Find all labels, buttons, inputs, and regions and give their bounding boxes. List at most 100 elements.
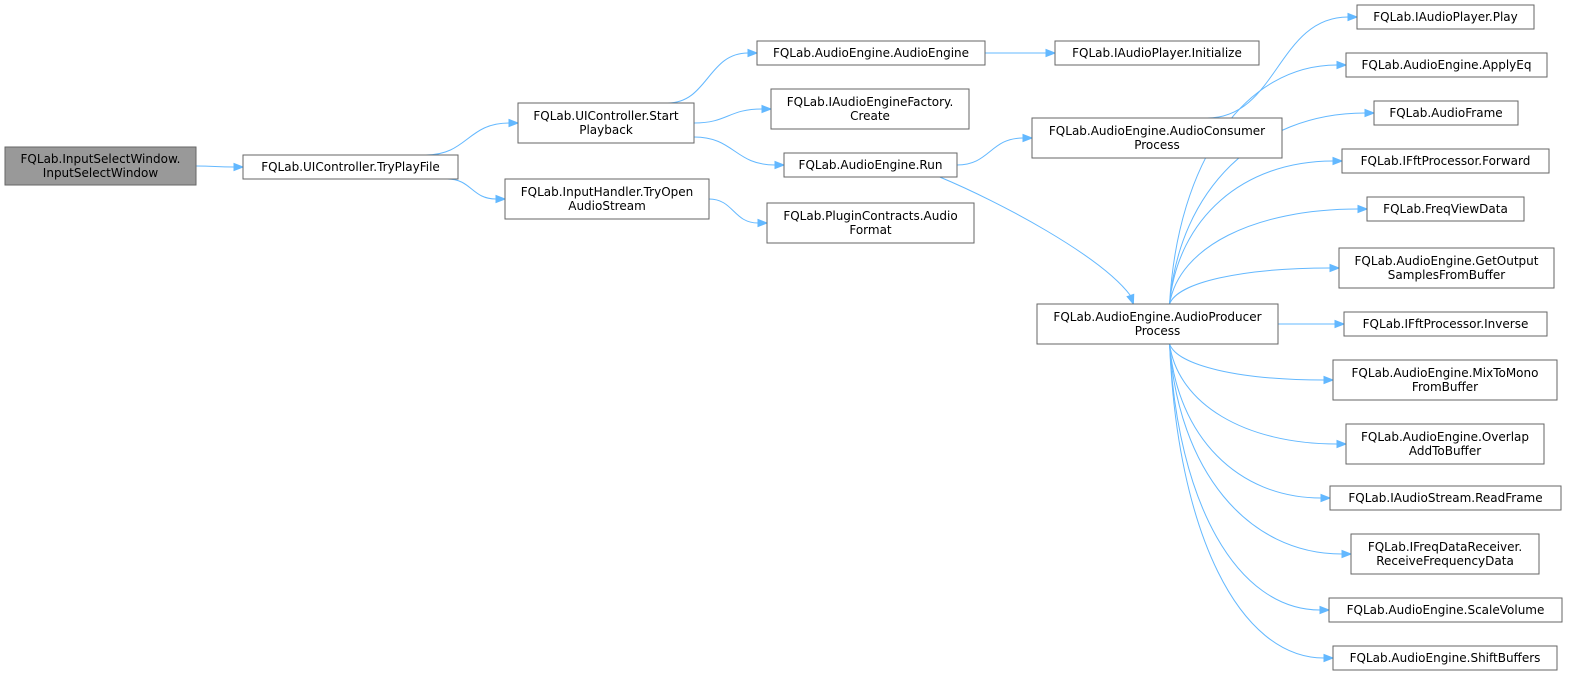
arrowhead: [1347, 12, 1359, 22]
edge-producer-to-forward: [1169, 156, 1344, 305]
edge-line: [1169, 343, 1321, 611]
node-box: [1338, 247, 1555, 289]
arrowhead: [1336, 439, 1348, 449]
edge-line: [693, 108, 763, 124]
edge-line: [447, 178, 497, 200]
arrowhead: [1341, 549, 1353, 559]
node-label-line: FQLab.UIController.TryPlayFile: [261, 160, 440, 174]
edge-line: [1169, 343, 1338, 445]
node-box: [1329, 485, 1562, 511]
node-label-line: FQLab.IFreqDataReceiver.: [1368, 540, 1522, 554]
arrowhead: [1336, 60, 1348, 70]
node-factory[interactable]: FQLab.IAudioEngineFactory.Create: [770, 88, 970, 130]
node-label-line: ReceiveFrequencyData: [1376, 554, 1514, 568]
node-freqrecv[interactable]: FQLab.IFreqDataReceiver.ReceiveFrequency…: [1350, 533, 1540, 575]
node-play[interactable]: FQLab.IAudioPlayer.Play: [1356, 4, 1535, 30]
node-label-line: FQLab.UIController.Start: [533, 109, 678, 123]
edge-line: [195, 165, 235, 168]
edge-line: [708, 198, 759, 224]
node-scale[interactable]: FQLab.AudioEngine.ScaleVolume: [1328, 597, 1563, 623]
arrowhead: [1332, 156, 1344, 166]
edge-line: [425, 122, 510, 156]
edge-line: [956, 137, 1024, 166]
edge-run-to-producer: [939, 176, 1135, 306]
edge-tryplay-to-start: [425, 118, 520, 156]
edge-line: [1169, 267, 1331, 305]
edge-producer-to-readframe: [1169, 343, 1332, 503]
node-box: [1332, 359, 1558, 401]
node-box: [1373, 100, 1519, 126]
arrowhead: [233, 162, 245, 172]
node-label-line: InputSelectWindow: [43, 166, 159, 180]
edge-start-to-run: [693, 136, 786, 170]
node-tryplay[interactable]: FQLab.UIController.TryPlayFile: [242, 154, 459, 180]
node-label-line: FQLab.AudioEngine.ShiftBuffers: [1350, 651, 1541, 665]
node-run[interactable]: FQLab.AudioEngine.Run: [783, 152, 958, 178]
node-inverse[interactable]: FQLab.IFftProcessor.Inverse: [1343, 311, 1548, 337]
edge-consumer-to-play: [1206, 12, 1359, 119]
node-label-line: FQLab.InputHandler.TryOpen: [521, 185, 694, 199]
node-label-line: FromBuffer: [1412, 380, 1478, 394]
node-box: [4, 146, 197, 186]
arrowhead: [1329, 263, 1341, 273]
edge-producer-to-scale: [1169, 343, 1331, 615]
arrowhead: [774, 160, 786, 170]
arrowhead: [1323, 653, 1335, 663]
node-root[interactable]: FQLab.InputSelectWindow.InputSelectWindo…: [4, 146, 197, 186]
node-ae[interactable]: FQLab.AudioEngine.AudioEngine: [756, 40, 986, 66]
arrowhead: [1022, 133, 1034, 143]
node-box: [242, 154, 459, 180]
node-box: [756, 40, 986, 66]
node-label-line: FQLab.IAudioEngineFactory.: [787, 95, 954, 109]
node-label-line: Format: [849, 223, 892, 237]
node-label-line: AudioStream: [568, 199, 646, 213]
node-box: [1343, 311, 1548, 337]
node-shift[interactable]: FQLab.AudioEngine.ShiftBuffers: [1332, 645, 1558, 671]
node-getout[interactable]: FQLab.AudioEngine.GetOutputSamplesFromBu…: [1338, 247, 1555, 289]
node-init[interactable]: FQLab.IAudioPlayer.Initialize: [1054, 40, 1260, 66]
edge-producer-to-freqview: [1169, 204, 1369, 305]
node-label-line: Playback: [579, 123, 633, 137]
node-box: [1345, 423, 1545, 465]
arrowhead: [1334, 319, 1346, 329]
node-box: [517, 102, 695, 144]
node-label-line: FQLab.AudioEngine.AudioEngine: [773, 46, 969, 60]
node-applyeq[interactable]: FQLab.AudioEngine.ApplyEq: [1345, 52, 1548, 78]
edge-line: [1169, 343, 1325, 381]
arrowhead: [1364, 108, 1376, 118]
node-label-line: AddToBuffer: [1409, 444, 1481, 458]
edge-producer-to-overlap: [1169, 343, 1348, 449]
node-label-line: FQLab.AudioEngine.ApplyEq: [1362, 58, 1532, 72]
node-label-line: FQLab.AudioFrame: [1389, 106, 1502, 120]
node-label-line: Process: [1134, 138, 1180, 152]
node-label-line: FQLab.AudioEngine.AudioProducer: [1053, 310, 1261, 324]
edge-tryopen-to-format: [708, 198, 769, 228]
node-box: [1031, 117, 1283, 159]
node-forward[interactable]: FQLab.IFftProcessor.Forward: [1341, 148, 1550, 174]
node-box: [1345, 52, 1548, 78]
node-label-line: FQLab.AudioEngine.GetOutput: [1355, 254, 1539, 268]
edge-producer-to-freqrecv: [1169, 343, 1353, 559]
node-box: [1036, 303, 1279, 345]
edge-line: [1206, 16, 1349, 119]
edge-line: [1169, 112, 1366, 305]
node-label-line: FQLab.IAudioStream.ReadFrame: [1348, 491, 1542, 505]
edge-run-to-consumer: [956, 133, 1034, 166]
node-readframe[interactable]: FQLab.IAudioStream.ReadFrame: [1329, 485, 1562, 511]
node-label-line: SamplesFromBuffer: [1388, 268, 1505, 282]
node-frame[interactable]: FQLab.AudioFrame: [1373, 100, 1519, 126]
node-box: [1341, 148, 1550, 174]
edge-producer-to-mix: [1169, 343, 1335, 385]
node-label-line: FQLab.IAudioPlayer.Play: [1373, 10, 1518, 24]
arrowhead: [1126, 293, 1135, 306]
node-freqview[interactable]: FQLab.FreqViewData: [1366, 196, 1525, 222]
edge-line: [1169, 343, 1325, 659]
